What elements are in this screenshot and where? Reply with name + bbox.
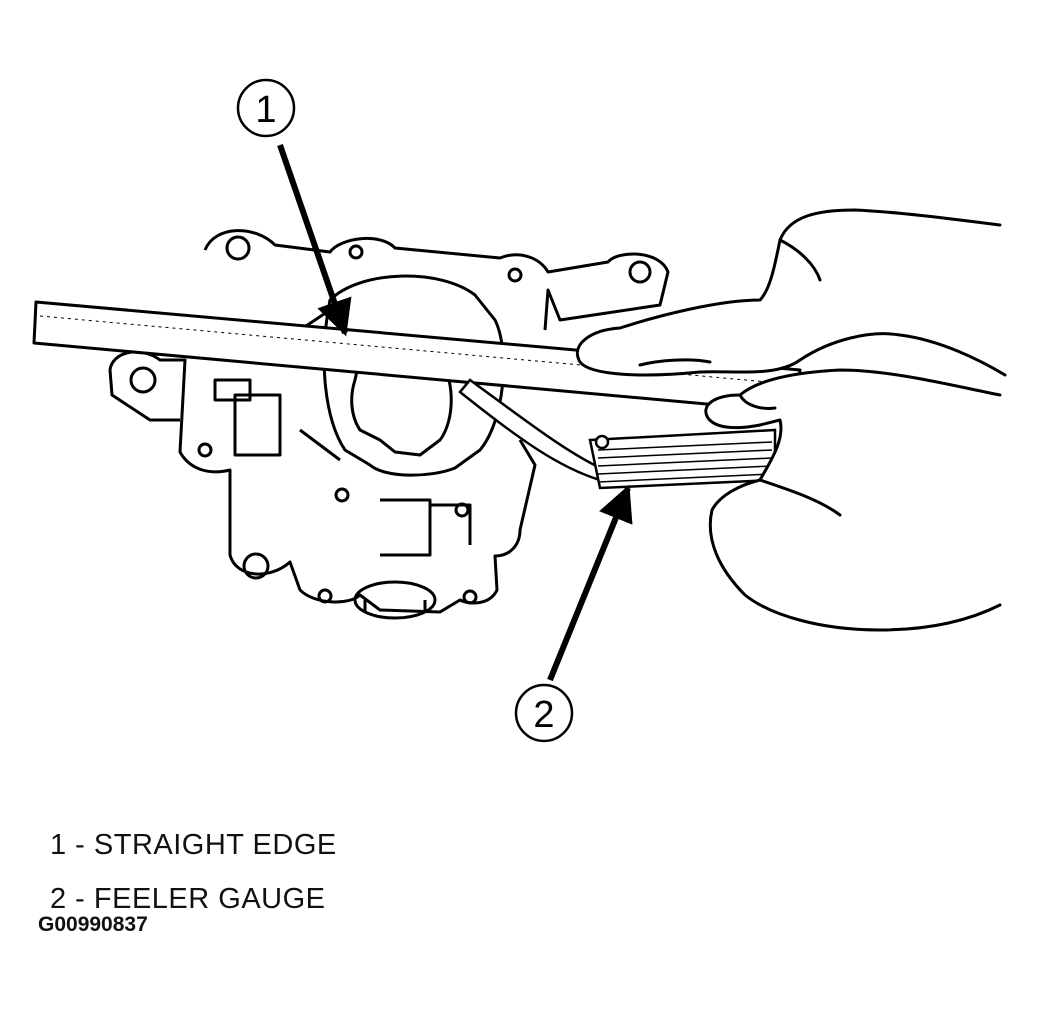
figure-id: G00990837 <box>38 913 148 936</box>
pump-body <box>108 229 670 620</box>
callout-1: 1 <box>236 78 352 337</box>
legend: 1 - STRAIGHT EDGE 2 - FEELER GAUGE <box>50 818 337 926</box>
upper-hand <box>576 208 1007 377</box>
callout-2-number: 2 <box>533 694 554 736</box>
legend-item-feeler-gauge: 2 - FEELER GAUGE <box>50 883 326 915</box>
callout-2-arrow <box>547 484 633 682</box>
oil-pump-illustration: 1 2 <box>32 78 1007 743</box>
callout-1-number: 1 <box>255 89 276 131</box>
feeler-gauge <box>458 378 777 490</box>
callout-2: 2 <box>514 484 633 743</box>
callout-1-arrow <box>277 144 352 337</box>
legend-item-straight-edge: 1 - STRAIGHT EDGE <box>50 829 337 861</box>
lower-hand <box>704 368 1002 632</box>
